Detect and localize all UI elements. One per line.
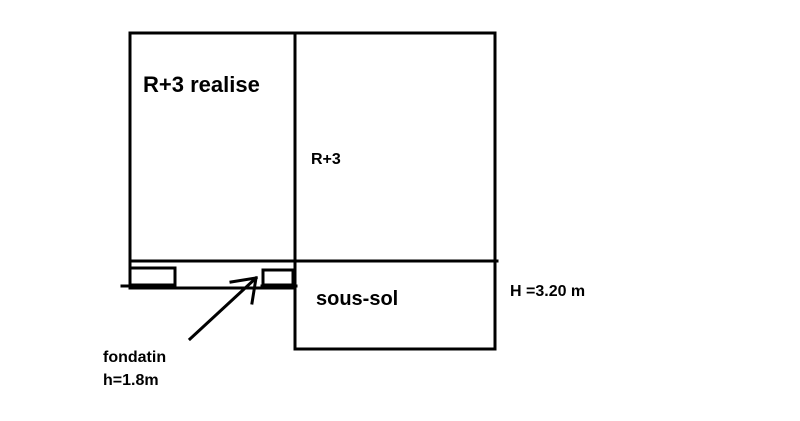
foundation-footing-right — [261, 268, 295, 287]
foundation-arrow-head — [229, 276, 258, 305]
foundation-height-label: h=1.8m — [103, 372, 159, 389]
left-building-outline — [128, 31, 297, 263]
basement-label: sous-sol — [316, 288, 399, 310]
foundation-footing-left — [128, 266, 177, 287]
right-building-label: R+3 — [311, 151, 341, 168]
right-building-outline — [293, 31, 497, 263]
foundation-arrow-shaft — [187, 275, 259, 342]
foundation-label: fondatin — [103, 349, 167, 366]
left-building-label: R+3 realise — [143, 72, 260, 97]
basement-height-label: H =3.20 m — [510, 283, 586, 300]
basement-outline — [293, 259, 497, 351]
